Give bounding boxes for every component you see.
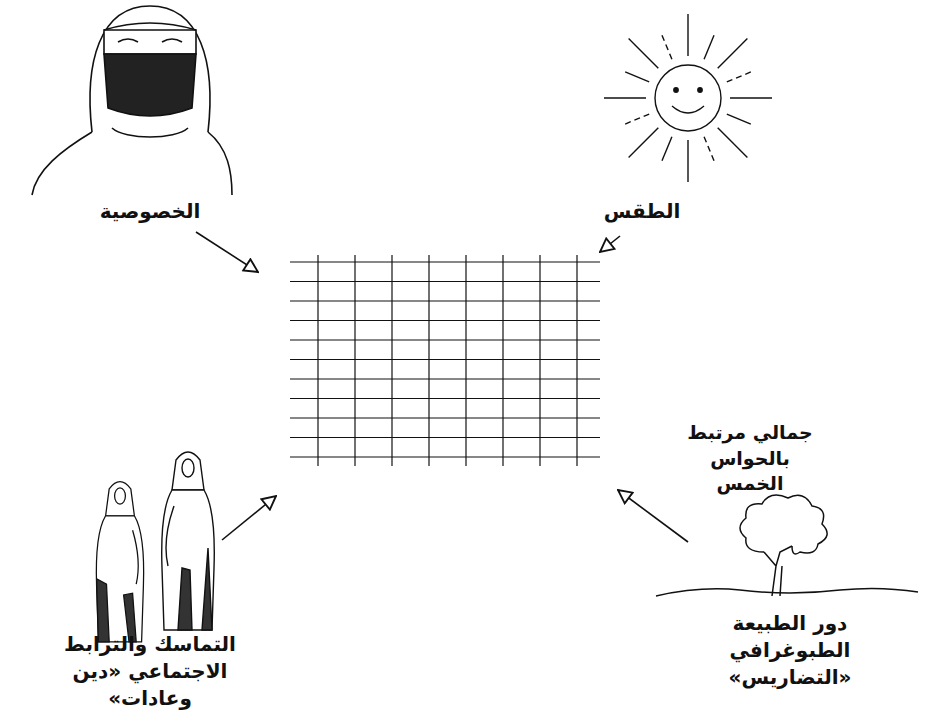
head-cloth <box>172 452 204 490</box>
man-figure <box>162 452 215 630</box>
grid-street <box>539 255 540 466</box>
sun-eye <box>698 88 702 92</box>
face <box>115 488 126 504</box>
caption-label: الطقس <box>604 198 681 225</box>
veiled-person <box>32 6 232 195</box>
face-veil <box>104 54 196 116</box>
sun-ray <box>704 137 714 161</box>
tree-crown <box>740 495 827 554</box>
sun-ray <box>687 14 688 56</box>
caption-label: دور الطبيعة الطبوغرافي «التضاريس» <box>680 610 900 691</box>
ground-line <box>656 588 918 596</box>
sun-ray <box>718 39 748 69</box>
robe <box>96 516 143 642</box>
robe-shade <box>178 568 192 630</box>
caption-label: التماسك والترابط الاجتماعي «دين وعادات» <box>30 631 270 712</box>
sun-ray <box>704 35 714 59</box>
arm <box>133 530 139 584</box>
head-cloth <box>106 482 135 516</box>
sun-ray <box>629 128 659 158</box>
sun-disc <box>655 65 721 131</box>
sun-ray <box>604 97 646 98</box>
grid-street <box>290 359 600 360</box>
sun-ray <box>625 114 649 124</box>
tree-terrain <box>656 495 918 596</box>
shoulder <box>208 132 232 195</box>
head-cover <box>90 6 210 132</box>
sun-ray <box>730 97 772 98</box>
sun-ray <box>629 39 659 69</box>
sun-ray <box>625 72 649 82</box>
pointer-arrow <box>222 496 276 540</box>
grid-street <box>354 255 355 466</box>
grid-street <box>290 378 600 379</box>
robe-shade <box>202 548 212 630</box>
sun-ray <box>727 72 751 82</box>
two-men <box>96 452 214 642</box>
pointer-arrows <box>196 232 688 542</box>
grid-street <box>290 339 600 340</box>
man-figure <box>96 482 143 642</box>
pointer-arrow <box>196 232 258 272</box>
sun-ray <box>662 137 672 161</box>
grid-street <box>290 261 600 262</box>
grid-street <box>576 255 577 466</box>
sun-eye <box>674 88 678 92</box>
grid-street <box>391 255 392 466</box>
robe <box>162 490 215 630</box>
grid-street <box>290 417 600 418</box>
sun-ray <box>687 140 688 182</box>
pointer-arrow <box>618 490 688 542</box>
sun-ray <box>662 35 672 59</box>
eyes <box>118 39 182 42</box>
sun-ray <box>718 128 748 158</box>
pointer-arrow <box>600 236 620 252</box>
grid-street <box>290 320 600 321</box>
tree-trunk <box>764 546 792 596</box>
grid-street <box>502 255 503 466</box>
caption-label: جمالي مرتبط بالحواس الخمس <box>685 420 815 497</box>
arm <box>166 506 174 566</box>
grid-street <box>428 255 429 466</box>
eye-band <box>104 30 196 54</box>
neck-line <box>112 128 188 137</box>
street-grid <box>290 255 600 466</box>
sun-smile <box>672 106 704 113</box>
face <box>182 459 194 477</box>
grid-street <box>290 456 600 457</box>
caption-label: الخصوصية <box>100 198 201 225</box>
grid-street <box>290 281 600 282</box>
grid-street <box>290 398 600 399</box>
sun <box>604 14 772 182</box>
grid-street <box>317 255 318 466</box>
veil-top <box>104 23 196 30</box>
grid-street <box>465 255 466 466</box>
grid-street <box>290 437 600 438</box>
shoulder <box>32 132 92 195</box>
sun-ray <box>727 114 751 124</box>
sun-rays <box>604 14 772 182</box>
grid-street <box>290 300 600 301</box>
